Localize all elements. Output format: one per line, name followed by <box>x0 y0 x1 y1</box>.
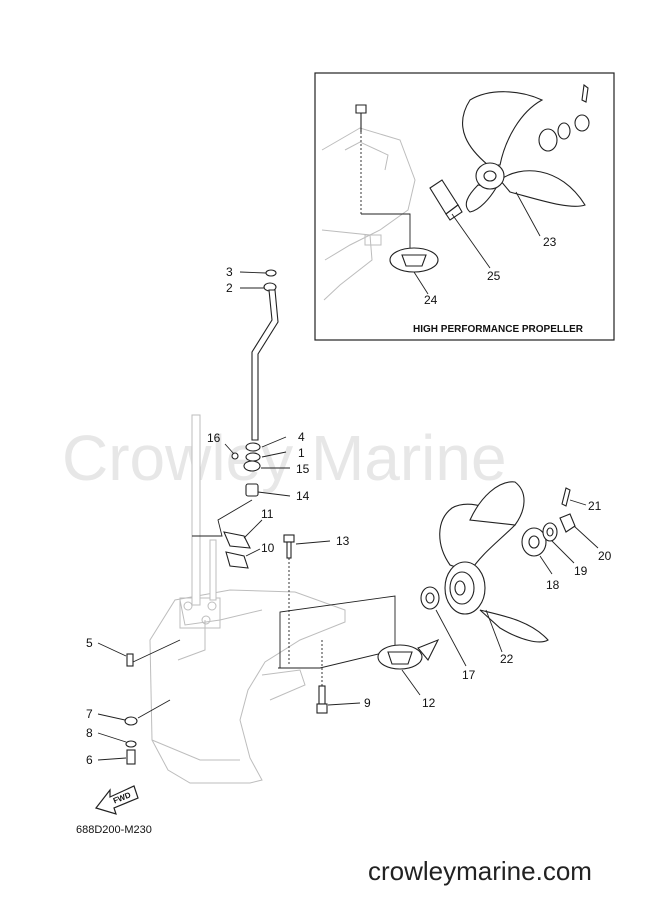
inset-gearcase-lower <box>321 229 373 301</box>
part-9-bolt <box>316 640 361 714</box>
callout-4: 4 <box>298 430 305 444</box>
fwd-arrow: FWD <box>94 785 139 815</box>
callout-1: 1 <box>298 446 305 460</box>
inset-anode-24 <box>389 247 439 273</box>
part-22-propeller <box>439 481 549 653</box>
callout-19: 19 <box>574 564 588 578</box>
water-tube-assembly <box>192 269 291 537</box>
part-11-seal <box>223 531 251 549</box>
drawing-code: 688D200-M230 <box>76 824 152 836</box>
part-16-screw <box>231 452 239 460</box>
callout-10: 10 <box>261 541 275 555</box>
part-15-holder <box>243 460 261 472</box>
rubber-seals <box>223 519 263 569</box>
callout-22: 22 <box>500 652 514 666</box>
part-6-bolt <box>126 749 136 765</box>
inset-title: HIGH PERFORMANCE PROPELLER <box>413 324 584 335</box>
trim-tab-hardware <box>97 699 171 765</box>
callout-5: 5 <box>86 636 93 650</box>
part-20-nut <box>559 513 576 533</box>
footer-url: crowleymarine.com <box>368 856 592 886</box>
callout-18: 18 <box>546 578 560 592</box>
part-17-washer <box>420 586 467 667</box>
callout-14: 14 <box>296 489 310 503</box>
callout-3: 3 <box>226 265 233 279</box>
inset-frame <box>314 72 615 341</box>
callout-21: 21 <box>588 499 602 513</box>
part-21-cotter-pin <box>561 487 571 507</box>
inset-washer-25 <box>429 179 463 221</box>
callout-12: 12 <box>422 696 436 710</box>
callout-20: 20 <box>598 549 612 563</box>
part-13-bolt <box>283 534 331 665</box>
inset-hardware <box>538 83 590 152</box>
callout-11: 11 <box>261 507 274 521</box>
part-3-grommet <box>265 269 277 277</box>
inset-bolt <box>355 104 367 214</box>
prop-hardware <box>521 487 599 575</box>
callout-2: 2 <box>226 281 233 295</box>
high-performance-propeller-inset: 23 25 24 HIGH PERFORMANCE PROPELLER <box>314 72 615 341</box>
callout-13: 13 <box>336 534 350 548</box>
callout-25: 25 <box>487 269 501 283</box>
callout-23: 23 <box>543 235 557 249</box>
inset-propeller-23 <box>462 91 586 213</box>
watermark: Crowley Marine <box>62 422 507 494</box>
part-14-collar <box>245 483 259 497</box>
inset-gearcase-outline <box>321 127 416 261</box>
part-1-seal <box>245 452 261 462</box>
part-10-seal <box>225 551 249 569</box>
part-5-pin <box>97 639 181 667</box>
lower-unit-housing <box>149 414 346 784</box>
callout-8: 8 <box>86 726 93 740</box>
callout-9: 9 <box>364 696 371 710</box>
callout-24: 24 <box>424 293 438 307</box>
callout-16: 16 <box>207 431 221 445</box>
callout-15: 15 <box>296 462 310 476</box>
callout-17: 17 <box>462 668 476 682</box>
callout-7: 7 <box>86 707 93 721</box>
part-7-washer <box>124 716 138 726</box>
part-12-anode <box>377 638 440 696</box>
water-tube <box>251 289 279 441</box>
part-8-washer <box>125 740 137 748</box>
part-4-seal <box>245 442 261 452</box>
callout-6: 6 <box>86 753 93 767</box>
